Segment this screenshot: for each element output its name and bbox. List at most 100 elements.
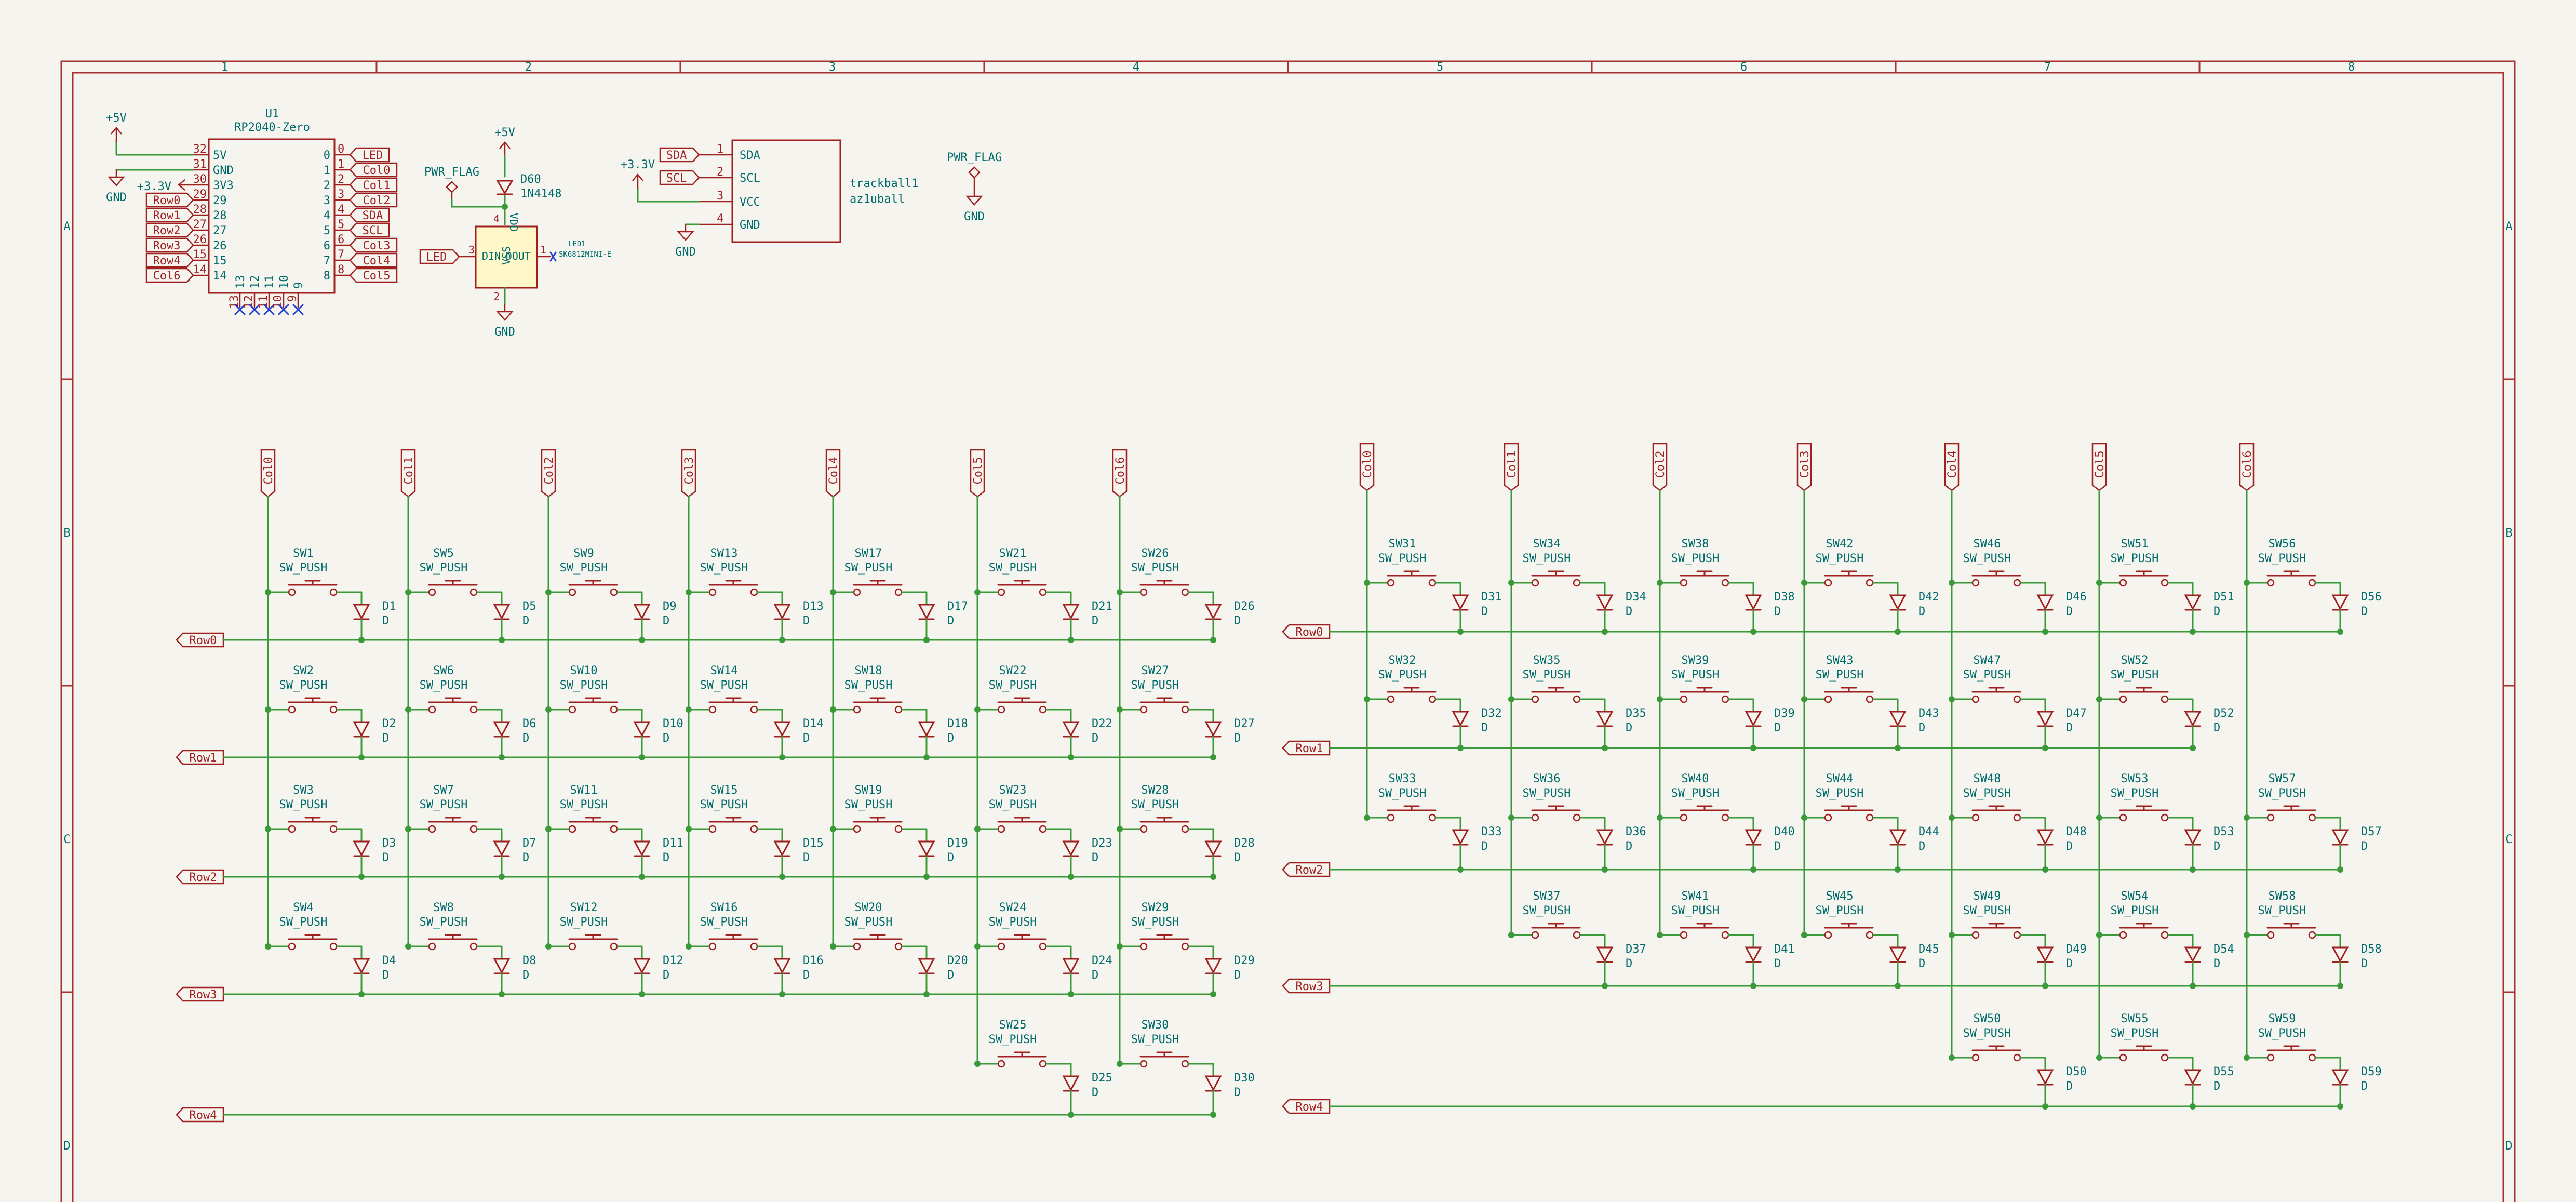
label-text: Col1 <box>363 179 391 192</box>
switch-contact <box>2266 931 2275 939</box>
diode-triangle <box>633 604 651 620</box>
u1-net-label: Col6 <box>145 268 194 283</box>
no-connect-x <box>234 304 246 315</box>
junction-dot <box>358 754 365 760</box>
switch-value: SW_PUSH <box>1131 679 1179 692</box>
switch-ref: SW6 <box>433 664 454 677</box>
switch-contact <box>1387 813 1395 822</box>
label-text: Col3 <box>363 239 391 252</box>
switch-contact <box>1971 813 1980 822</box>
junction-dot <box>1602 866 1608 873</box>
junction-dot <box>405 589 411 595</box>
u1-net-label: Col4 <box>349 252 398 268</box>
led1-ref: LED1 <box>568 240 586 248</box>
switch-contact <box>2308 579 2316 587</box>
junction-dot <box>1750 745 1756 751</box>
switch-contact <box>610 705 618 714</box>
junction-dot <box>2096 932 2102 938</box>
junction-dot <box>1508 814 1514 821</box>
diode-ref: D22 <box>1092 717 1112 730</box>
row-letter: A <box>2505 220 2512 233</box>
junction-dot <box>2096 580 2102 586</box>
diode-ref: D3 <box>382 837 396 850</box>
flag-text: PWR_FLAG <box>947 151 1002 164</box>
diode-triangle <box>1745 946 1762 963</box>
diode-triangle <box>2036 946 2054 963</box>
switch-ref: SW54 <box>2121 890 2149 903</box>
label-text: Row0 <box>190 634 217 647</box>
column-net-label: Col6 <box>1112 449 1128 498</box>
switch-contact <box>1531 579 1539 587</box>
junction-dot <box>1210 1112 1216 1118</box>
junction-dot <box>1895 629 1901 635</box>
switch-contact <box>610 825 618 833</box>
switch-value: SW_PUSH <box>1131 562 1179 575</box>
switch-contact <box>1573 579 1581 587</box>
label-text: Row3 <box>190 989 217 1001</box>
diode-ref: D17 <box>947 600 968 613</box>
switch-ref: SW19 <box>855 784 882 797</box>
switch-value: SW_PUSH <box>1963 904 2011 917</box>
switch-contact <box>568 942 576 951</box>
switch-contact <box>1428 813 1437 822</box>
trackball-net-label: SDA <box>659 147 700 163</box>
label-shape <box>541 449 556 498</box>
switch-ref: SW12 <box>570 901 598 914</box>
u1-pin-number: 9 <box>286 295 299 302</box>
diode-ref: D40 <box>1774 825 1795 838</box>
diode-value: D <box>2361 605 2368 618</box>
switch-contact <box>1721 579 1729 587</box>
switch-contact <box>2161 1053 2169 1062</box>
switch-ref: SW38 <box>1682 538 1709 551</box>
u1-net-label: Col2 <box>349 192 398 208</box>
u1-pin-number: 6 <box>338 233 344 246</box>
switch-value: SW_PUSH <box>700 798 748 811</box>
switch-ref: SW27 <box>1142 664 1169 677</box>
switch-contact <box>329 705 338 714</box>
label-shape <box>400 449 416 498</box>
switch-contact <box>708 942 717 951</box>
label-shape <box>145 192 194 208</box>
junction-dot <box>2190 1103 2196 1110</box>
switch-contact <box>288 942 296 951</box>
junction-dot <box>779 991 785 997</box>
label-shape <box>1796 443 1812 491</box>
diode-value: D <box>2361 1080 2368 1093</box>
power-arrow <box>111 127 122 135</box>
switch-ref: SW59 <box>2269 1012 2296 1025</box>
power-arrow <box>632 173 643 181</box>
u1-pin-number: 26 <box>193 233 207 246</box>
label-shape <box>145 207 194 223</box>
column-net-label: Col4 <box>825 449 841 498</box>
diode-triangle <box>1596 946 1614 963</box>
label-shape <box>659 147 700 163</box>
label-shape <box>349 252 398 268</box>
label-text: Col1 <box>403 457 415 485</box>
junction-dot <box>1949 814 1955 821</box>
gnd-triangle <box>677 231 694 241</box>
junction-dot <box>1657 932 1663 938</box>
u1-pin-number: 31 <box>193 158 207 171</box>
diode-ref: D38 <box>1774 591 1795 604</box>
trackball-pin-number: 2 <box>717 166 723 179</box>
switch-ref: SW33 <box>1389 772 1416 785</box>
column-net-label: Col0 <box>1359 443 1375 491</box>
row-net-label: Row1 <box>1282 740 1331 756</box>
u1-pin-number: 27 <box>193 218 207 231</box>
junction-dot <box>405 826 411 832</box>
label-shape <box>970 449 985 498</box>
junction-dot <box>2337 866 2343 873</box>
switch-value: SW_PUSH <box>1131 798 1179 811</box>
switch-value: SW_PUSH <box>420 916 468 929</box>
diode-value: D <box>803 969 810 982</box>
switch-value: SW_PUSH <box>279 679 328 692</box>
label-text: Col6 <box>153 270 181 283</box>
u1-pin-name: GND <box>213 164 234 177</box>
column-number: 1 <box>221 61 228 74</box>
u1-value: RP2040-Zero <box>234 121 310 134</box>
